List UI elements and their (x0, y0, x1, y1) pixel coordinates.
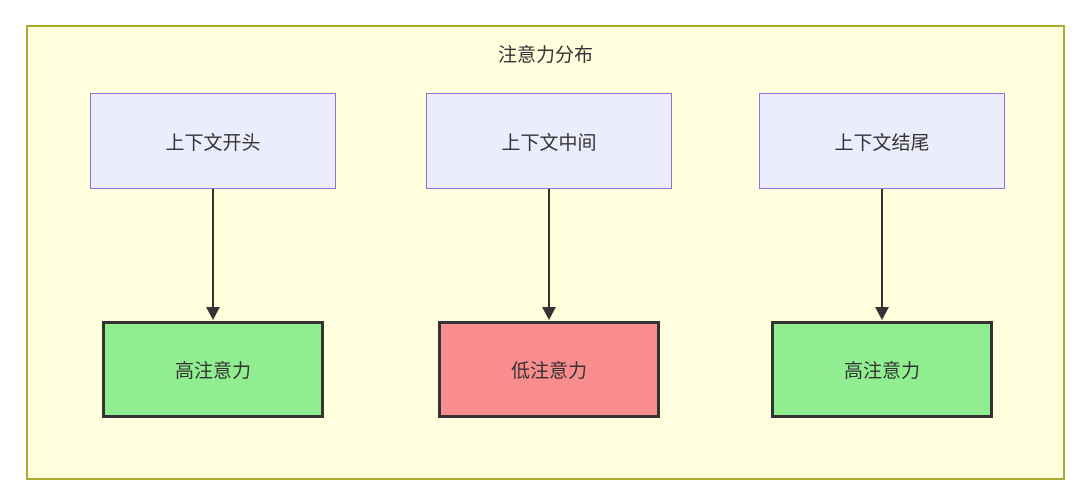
node-high-attention-1: 高注意力 (102, 321, 324, 418)
subgraph-attention-distribution: 注意力分布 上下文开头 高注意力 上下文中间 低注意力 上下文结尾 (26, 25, 1065, 480)
arrow-down-icon (875, 189, 889, 320)
node-high-attention-2: 高注意力 (771, 321, 993, 418)
node-label: 高注意力 (174, 360, 251, 382)
flow-column-end: 上下文结尾 高注意力 (757, 93, 1007, 418)
flow-column-middle: 上下文中间 低注意力 (424, 93, 674, 418)
node-label: 上下文结尾 (834, 131, 930, 154)
node-label: 上下文中间 (501, 131, 597, 154)
node-label: 上下文开头 (165, 131, 261, 154)
node-context-middle: 上下文中间 (426, 93, 672, 189)
diagram-title: 注意力分布 (497, 44, 593, 66)
node-label: 低注意力 (510, 360, 587, 382)
node-context-start: 上下文开头 (90, 93, 336, 189)
node-context-end: 上下文结尾 (759, 93, 1005, 189)
arrow-down-icon (206, 189, 220, 320)
node-low-attention: 低注意力 (438, 321, 660, 418)
arrow-down-icon (542, 189, 556, 320)
node-label: 高注意力 (843, 360, 920, 382)
flow-column-start: 上下文开头 高注意力 (88, 93, 338, 418)
